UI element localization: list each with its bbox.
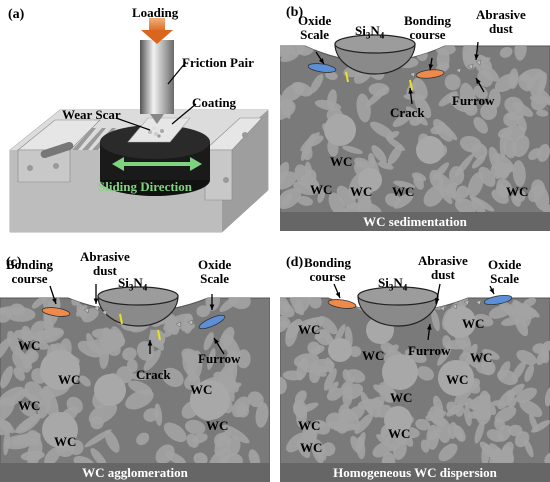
- panel-c: (c)Bonding course Abrasive dust Oxide Scal…: [0, 250, 270, 482]
- label-crack: Crack: [390, 105, 425, 120]
- wc-label: WC: [310, 182, 333, 197]
- tribometer-illustration: [9, 18, 269, 233]
- panel-label-c: (c): [6, 255, 22, 270]
- wc-label: WC: [390, 390, 413, 405]
- wc-label: WC: [392, 184, 415, 199]
- label-furrow: Furrow: [198, 351, 241, 366]
- wc-label: WC: [506, 184, 529, 199]
- wc-label: WC: [18, 398, 41, 413]
- label-furrow: Furrow: [452, 93, 495, 108]
- wc-label: WC: [350, 184, 373, 199]
- label-loading: Loading: [132, 5, 179, 20]
- wc-label: WC: [446, 372, 469, 387]
- caption-d: Homogeneous WC dispersion: [280, 463, 550, 482]
- ball-label: Si3N4: [378, 275, 408, 293]
- wc-label: WC: [58, 372, 81, 387]
- wc-label: WC: [54, 434, 77, 449]
- label-wear-scar: Wear Scar: [62, 107, 121, 122]
- panel-label-d: (d): [286, 255, 304, 270]
- wc-label: WC: [18, 338, 41, 353]
- caption-b: WC sedimentation: [280, 212, 550, 231]
- label-coating: Coating: [192, 95, 237, 110]
- label-oxide-scale: Oxide Scale: [198, 257, 232, 286]
- wc-label: WC: [206, 418, 229, 433]
- label-oxide-scale: Oxide Scale: [298, 13, 332, 42]
- label-bonding-course: Bonding course: [6, 257, 53, 286]
- label-abrasive-dust: Abrasive dust: [476, 7, 526, 36]
- label-crack: Crack: [136, 367, 171, 382]
- label-abrasive-dust: Abrasive dust: [80, 249, 130, 278]
- schematic-c: [0, 284, 270, 482]
- wc-label: WC: [190, 382, 213, 397]
- wc-label: WC: [462, 316, 485, 331]
- panel-label-b: (b): [286, 5, 304, 20]
- label-oxide-scale: Oxide Scale: [488, 257, 522, 286]
- wc-label: WC: [362, 348, 385, 363]
- wc-label: WC: [300, 440, 323, 455]
- label-furrow: Furrow: [408, 343, 451, 358]
- label-abrasive-dust: Abrasive dust: [418, 253, 468, 282]
- wc-label: WC: [330, 154, 353, 169]
- label-sliding-direction: Sliding Direction: [98, 179, 193, 194]
- wc-label: WC: [298, 418, 321, 433]
- schematic-b: [280, 34, 550, 231]
- schematic-d: [280, 283, 550, 482]
- caption-c: WC agglomeration: [0, 463, 270, 482]
- wc-label: WC: [388, 426, 411, 441]
- ball-label: Si3N4: [355, 23, 385, 41]
- panel-label-a: (a): [8, 7, 25, 22]
- label-friction-pair: Friction Pair: [182, 55, 254, 70]
- label-bonding-course: Bonding course: [304, 255, 351, 284]
- panel-d: (d)Bonding course Abrasive dust Oxide Scal…: [280, 250, 550, 482]
- label-bonding-course: Bonding course: [404, 13, 451, 42]
- wc-label: WC: [298, 322, 321, 337]
- panel-b: (b)Oxide Scale Bonding course Abrasive dus…: [280, 0, 550, 231]
- ball-label: Si3N4: [118, 275, 148, 293]
- panel-a: (a) Loading Friction Pair Wear Scar Coat…: [0, 0, 270, 240]
- wc-label: WC: [470, 350, 493, 365]
